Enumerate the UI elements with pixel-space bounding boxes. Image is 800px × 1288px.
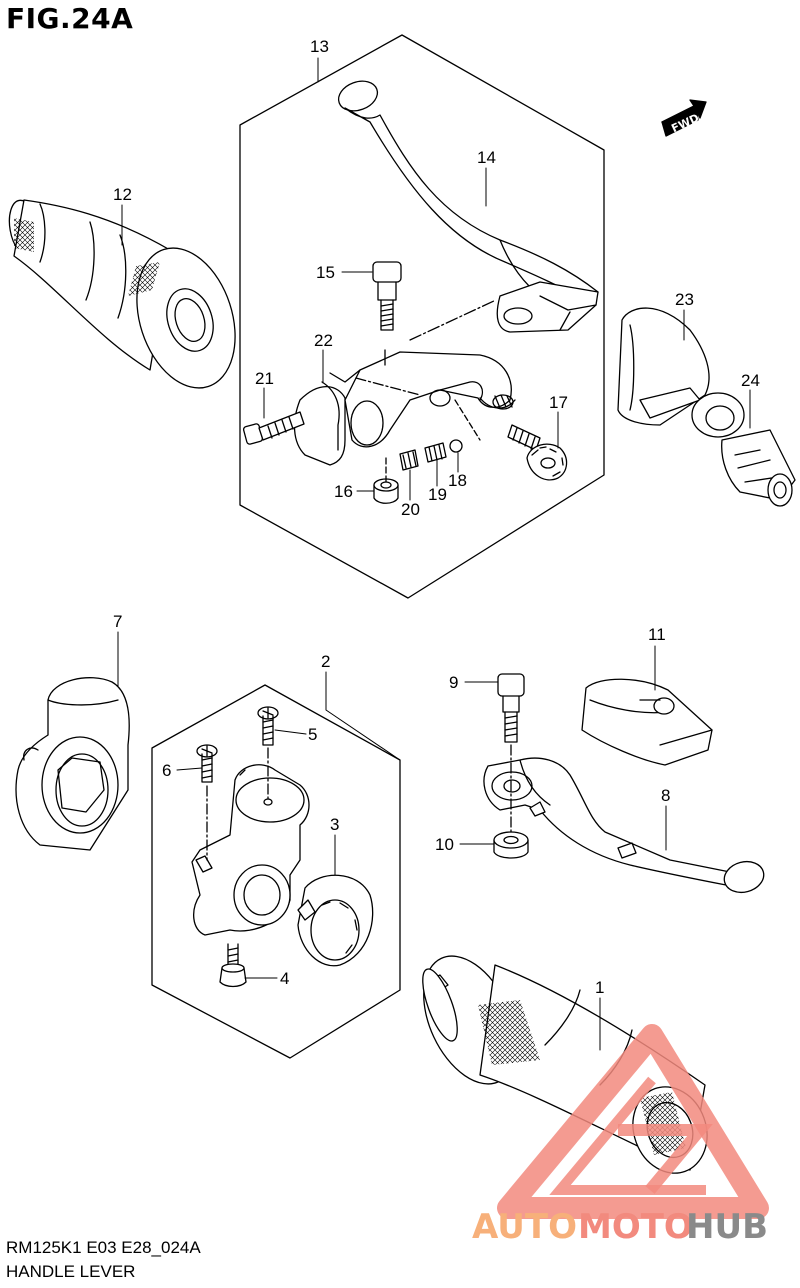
clutch-lever-14 bbox=[337, 80, 599, 333]
callout-4: 4 bbox=[280, 969, 289, 988]
lever-cover-11 bbox=[581, 678, 713, 766]
brake-lever-8 bbox=[483, 757, 765, 894]
lever-bolt-9 bbox=[497, 673, 525, 743]
callout-9: 9 bbox=[449, 673, 458, 692]
callout-20: 20 bbox=[401, 500, 420, 519]
lever-bracket-22 bbox=[293, 349, 516, 466]
callout-leaders bbox=[117, 57, 751, 1051]
cable-adjuster-17 bbox=[507, 424, 568, 481]
assembly-frame-13 bbox=[239, 34, 605, 599]
callout-2: 2 bbox=[321, 652, 330, 671]
nut-10 bbox=[493, 831, 529, 859]
watermark-hub: HUB bbox=[686, 1207, 768, 1247]
callout-3: 3 bbox=[330, 815, 339, 834]
callout-15: 15 bbox=[316, 263, 335, 282]
callout-12: 12 bbox=[113, 185, 132, 204]
cable-adjuster-24 bbox=[691, 392, 796, 507]
callout-16: 16 bbox=[334, 482, 353, 501]
lever-cover-23 bbox=[617, 307, 710, 426]
figure-name: HANDLE LEVER bbox=[6, 1262, 136, 1281]
callout-5: 5 bbox=[308, 725, 317, 744]
callout-10: 10 bbox=[435, 835, 454, 854]
callout-21: 21 bbox=[255, 369, 274, 388]
watermark-logo: AUTO MOTO HUB bbox=[472, 1024, 769, 1247]
adjuster-20 bbox=[399, 449, 419, 471]
screw-6 bbox=[196, 744, 218, 783]
ball-18 bbox=[449, 439, 463, 453]
watermark-moto: MOTO bbox=[578, 1207, 693, 1247]
callout-14: 14 bbox=[477, 148, 496, 167]
assembly-frame-2 bbox=[151, 684, 401, 1059]
callout-1: 1 bbox=[595, 978, 604, 997]
switch-housing bbox=[191, 764, 310, 936]
grip-left-12 bbox=[8, 199, 236, 389]
watermark-auto: AUTO bbox=[472, 1207, 577, 1247]
spring-19 bbox=[424, 442, 447, 463]
callout-22: 22 bbox=[314, 331, 333, 350]
callout-17: 17 bbox=[549, 393, 568, 412]
callout-19: 19 bbox=[428, 485, 447, 504]
callout-6: 6 bbox=[162, 761, 171, 780]
bolt-4 bbox=[219, 943, 247, 988]
switch-plate-3 bbox=[297, 874, 374, 967]
figure-code: RM125K1 E03 E28_024A bbox=[6, 1238, 201, 1257]
callout-8: 8 bbox=[661, 786, 670, 805]
forward-arrow-icon bbox=[661, 99, 707, 137]
grip-right-1 bbox=[422, 955, 708, 1174]
callout-13: 13 bbox=[310, 37, 329, 56]
callout-24: 24 bbox=[741, 371, 760, 390]
callout-11: 11 bbox=[648, 625, 666, 644]
figure-title: FIG.24A bbox=[6, 2, 134, 35]
callout-23: 23 bbox=[675, 290, 694, 309]
callout-18: 18 bbox=[448, 471, 467, 490]
bracket-bolt-21 bbox=[242, 411, 305, 445]
callout-7: 7 bbox=[113, 612, 122, 631]
callout-labels: 13 14 15 22 21 16 20 19 18 17 12 23 24 7… bbox=[113, 37, 760, 997]
lever-bolt-15 bbox=[372, 261, 402, 331]
switch-cover-7 bbox=[15, 677, 130, 851]
screw-5 bbox=[257, 706, 279, 746]
